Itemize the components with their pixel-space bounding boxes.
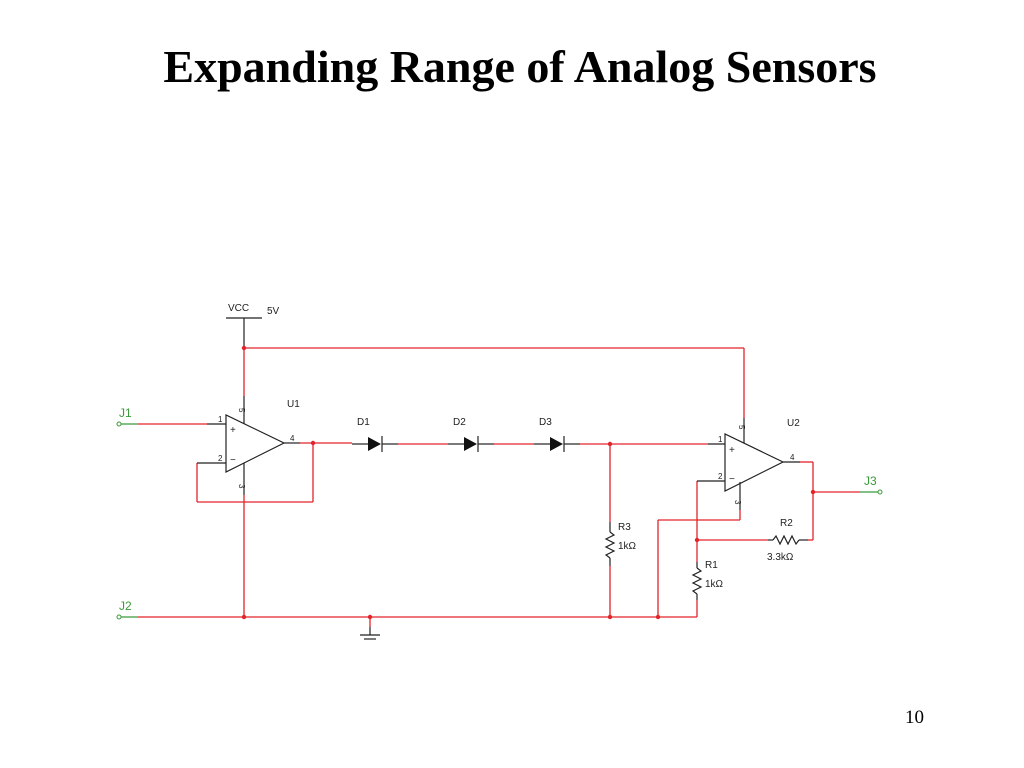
diode-d2: D2 [448,417,494,452]
u2-pin-1: 1 [718,435,723,444]
vcc-value: 5V [267,306,280,317]
junction-dot [607,614,613,620]
r1-label: R1 [705,560,718,571]
u1-label: U1 [287,399,300,410]
junction-dot [241,614,247,620]
resistor-r1: R1 1kΩ [691,560,724,600]
junction-dot [310,440,316,446]
r2-label: R2 [780,518,793,529]
ground-symbol [360,627,380,640]
u1-pin-1: 1 [218,415,223,424]
u1-plus-sign: + [230,425,236,436]
u1-pin-3: 3 [237,484,246,489]
junction-dot [367,614,373,620]
diode-d3: D3 [534,417,580,452]
connector-j3: J3 [860,474,883,495]
u2-plus-sign: + [729,445,735,456]
u1-minus-sign: − [230,455,236,466]
u1-pin-2: 2 [218,454,223,463]
u2-minus-sign: − [729,474,735,485]
r3-label: R3 [618,522,631,533]
u2-pin-4: 4 [790,453,795,462]
slide-title: Expanding Range of Analog Sensors [163,41,877,92]
vcc-supply: VCC 5V [226,303,280,348]
diode-d1: D1 [352,417,398,452]
r2-value: 3.3kΩ [767,552,794,563]
page-number: 10 [905,707,924,728]
wires [138,347,860,627]
r3-value: 1kΩ [618,541,637,552]
j1-label: J1 [119,406,132,420]
junction-dot [241,345,247,351]
j3-label: J3 [864,474,877,488]
opamp-u1: + − 1 2 4 5 3 U1 [197,396,300,495]
d1-label: D1 [357,417,370,428]
opamp-u2: + − 1 2 4 5 3 U2 [697,418,800,510]
d3-label: D3 [539,417,552,428]
vcc-label: VCC [228,303,249,314]
u1-pin-4: 4 [290,434,295,443]
resistor-r3: R3 1kΩ [604,522,637,566]
junction-dot [655,614,661,620]
connector-j1: J1 [116,406,138,427]
d2-label: D2 [453,417,466,428]
resistor-r2: R2 3.3kΩ [767,518,808,563]
junction-dot [694,537,700,543]
junction-dot [810,489,816,495]
junction-dot [607,441,613,447]
r1-value: 1kΩ [705,579,724,590]
connector-j2: J2 [116,599,138,620]
u2-pin-3: 3 [733,500,742,505]
junction-dots [241,345,816,620]
u2-pin-5: 5 [737,425,746,430]
u2-pin-2: 2 [718,472,723,481]
u2-label: U2 [787,418,800,429]
u1-pin-5: 5 [237,408,246,413]
j2-label: J2 [119,599,132,613]
